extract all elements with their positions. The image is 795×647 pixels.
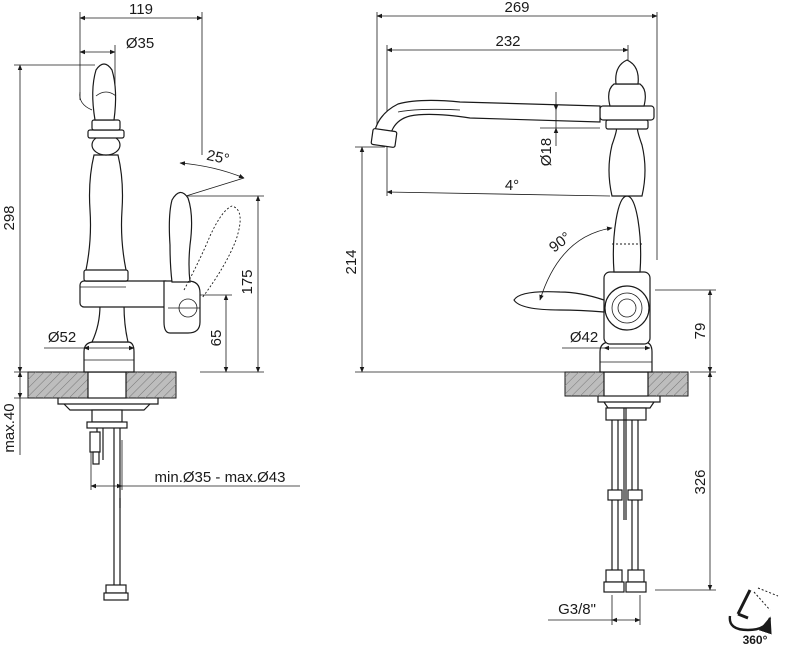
dim-front-lever-axis: 79 — [692, 323, 709, 340]
dim-front-spout-angle: 4° — [505, 177, 519, 194]
dim-side-total-height: 298 — [1, 205, 18, 230]
rotation-360-icon: 360° — [728, 587, 779, 647]
dim-side-max-counter: max.40 — [1, 403, 18, 452]
dim-front-hose-length: 326 — [692, 469, 709, 494]
dim-side-hole-range: min.Ø35 - max.Ø43 — [155, 469, 286, 486]
dim-front-rotate-angle: 90° — [546, 229, 574, 256]
dim-front-total-width: 269 — [504, 0, 529, 16]
dim-front-reach: 232 — [495, 33, 520, 50]
dim-side-handle-angle: 25° — [205, 147, 231, 168]
dim-side-base-dia: Ø52 — [48, 329, 76, 346]
dim-side-width: 119 — [129, 1, 153, 18]
dim-side-lever-height: 175 — [239, 269, 256, 294]
dim-side-base-height: 65 — [208, 330, 225, 347]
side-view: 119 Ø35 298 25° 175 65 Ø52 max.40 min.Ø3… — [1, 1, 300, 601]
dim-front-thread: G3/8" — [558, 601, 596, 618]
dim-front-spout-dia: Ø18 — [538, 138, 555, 166]
rotation-label: 360° — [743, 633, 768, 647]
dim-front-spout-height: 214 — [343, 249, 360, 274]
front-view: 269 232 Ø18 4° 214 90° Ø42 79 326 G3/8" — [343, 0, 716, 625]
dim-front-body-dia: Ø42 — [570, 329, 598, 346]
dim-side-handle-dia: Ø35 — [126, 35, 154, 52]
